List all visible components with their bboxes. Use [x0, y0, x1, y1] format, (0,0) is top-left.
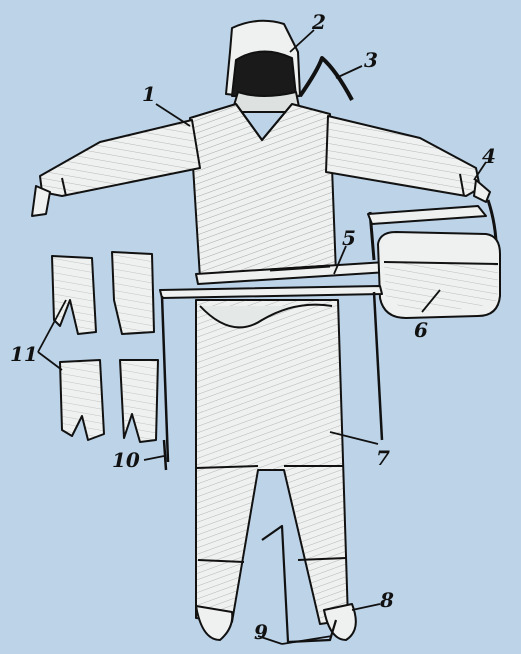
left-sleeve [32, 120, 200, 216]
callout-11: 11 [10, 344, 38, 364]
mittens-bottom-left [60, 360, 104, 440]
callout-6: 6 [414, 320, 428, 340]
jacket [190, 104, 336, 278]
hood [226, 21, 300, 112]
cord [164, 440, 166, 470]
gloves-top-right [112, 252, 154, 334]
callout-8: 8 [380, 590, 394, 610]
callout-3: 3 [364, 50, 378, 70]
callout-2: 2 [312, 12, 326, 32]
callout-4: 4 [482, 146, 496, 166]
callout-9: 9 [254, 622, 268, 642]
shoulder-strap [300, 58, 352, 100]
mittens-bottom-right [120, 360, 158, 442]
trouser-strap [160, 286, 382, 298]
gas-mask-bag [368, 200, 500, 318]
trousers [196, 300, 348, 624]
callout-1: 1 [142, 84, 156, 104]
callout-10: 10 [112, 450, 140, 470]
callout-7: 7 [376, 448, 390, 468]
callout-5: 5 [342, 228, 356, 248]
right-sleeve [326, 116, 490, 202]
gloves-top-left [52, 256, 96, 334]
